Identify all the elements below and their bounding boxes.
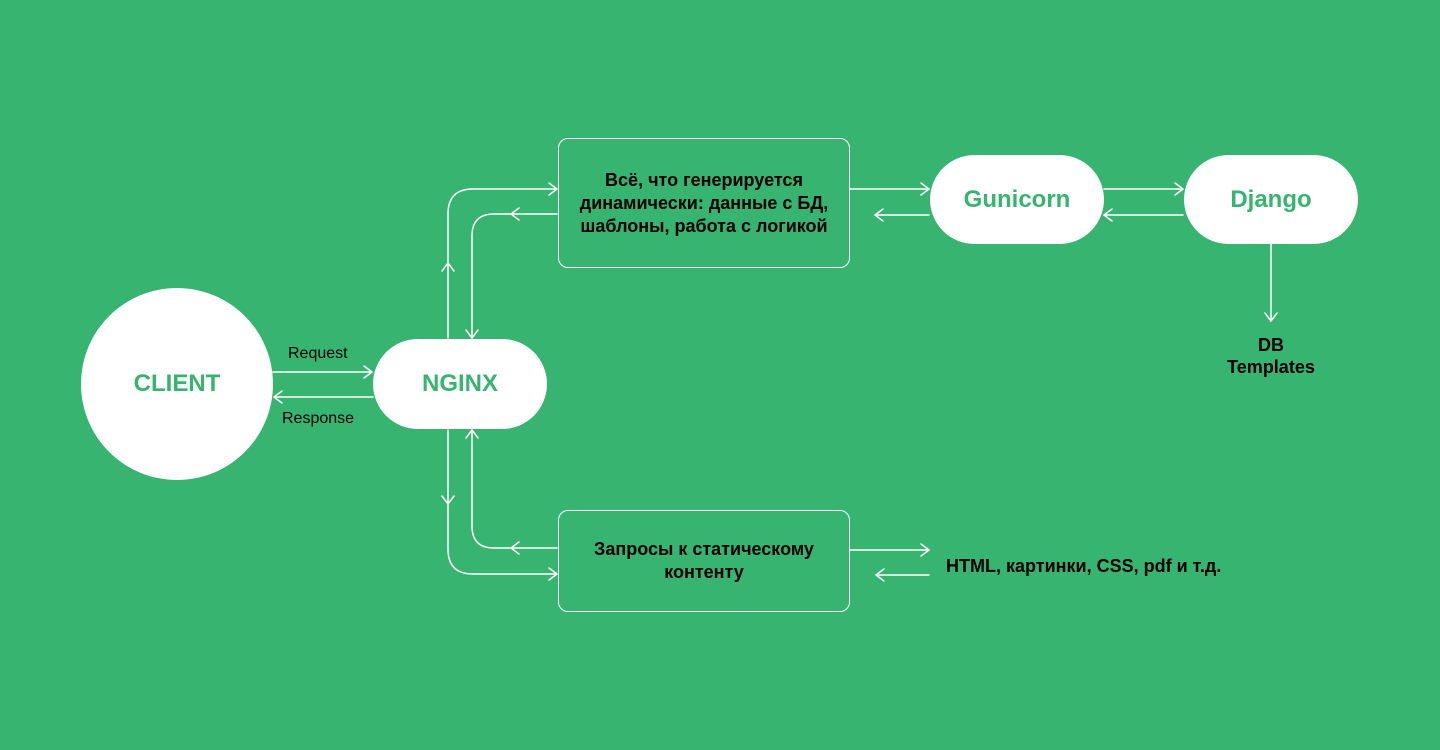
db-label: DB <box>1258 335 1284 355</box>
static-output-label: HTML, картинки, CSS, pdf и т.д. <box>946 556 1222 576</box>
django-node: Django <box>1184 155 1358 244</box>
response-arrow <box>273 390 374 404</box>
nginx-label: NGINX <box>421 370 498 397</box>
output-to-static-arrow <box>875 568 930 582</box>
nginx-to-dynamic-arrow <box>441 182 558 339</box>
gunicorn-label: Gunicorn <box>963 185 1071 213</box>
dynamic-to-nginx-arrow <box>465 207 558 339</box>
client-node: CLIENT <box>81 288 273 480</box>
request-label: Request <box>288 345 348 362</box>
static-to-output-arrow <box>849 543 930 557</box>
dynamic-content-box: Всё, что генерируется динамически: данны… <box>558 138 850 268</box>
db-templates-label: DB Templates <box>1221 334 1321 378</box>
request-arrow <box>272 365 373 379</box>
static-content-box: Запросы к статическому контенту <box>558 510 850 612</box>
gunicorn-node: Gunicorn <box>930 155 1104 244</box>
django-label: Django <box>1230 185 1312 213</box>
dynamic-to-gunicorn-arrow <box>849 182 930 196</box>
static-to-nginx-arrow <box>465 429 558 555</box>
nginx-to-static-arrow <box>441 429 558 581</box>
nginx-node: NGINX <box>373 339 547 429</box>
response-label: Response <box>282 410 355 427</box>
django-to-db-arrow <box>1264 243 1278 322</box>
client-label: CLIENT <box>133 370 221 397</box>
gunicorn-to-dynamic-arrow <box>874 208 930 222</box>
django-to-gunicorn-arrow <box>1103 208 1184 222</box>
static-content-text: Запросы к статическому контенту <box>594 539 814 582</box>
gunicorn-to-django-arrow <box>1103 182 1184 196</box>
dynamic-content-text: Всё, что генерируется динамически: данны… <box>579 169 829 236</box>
templates-label: Templates <box>1227 357 1315 377</box>
